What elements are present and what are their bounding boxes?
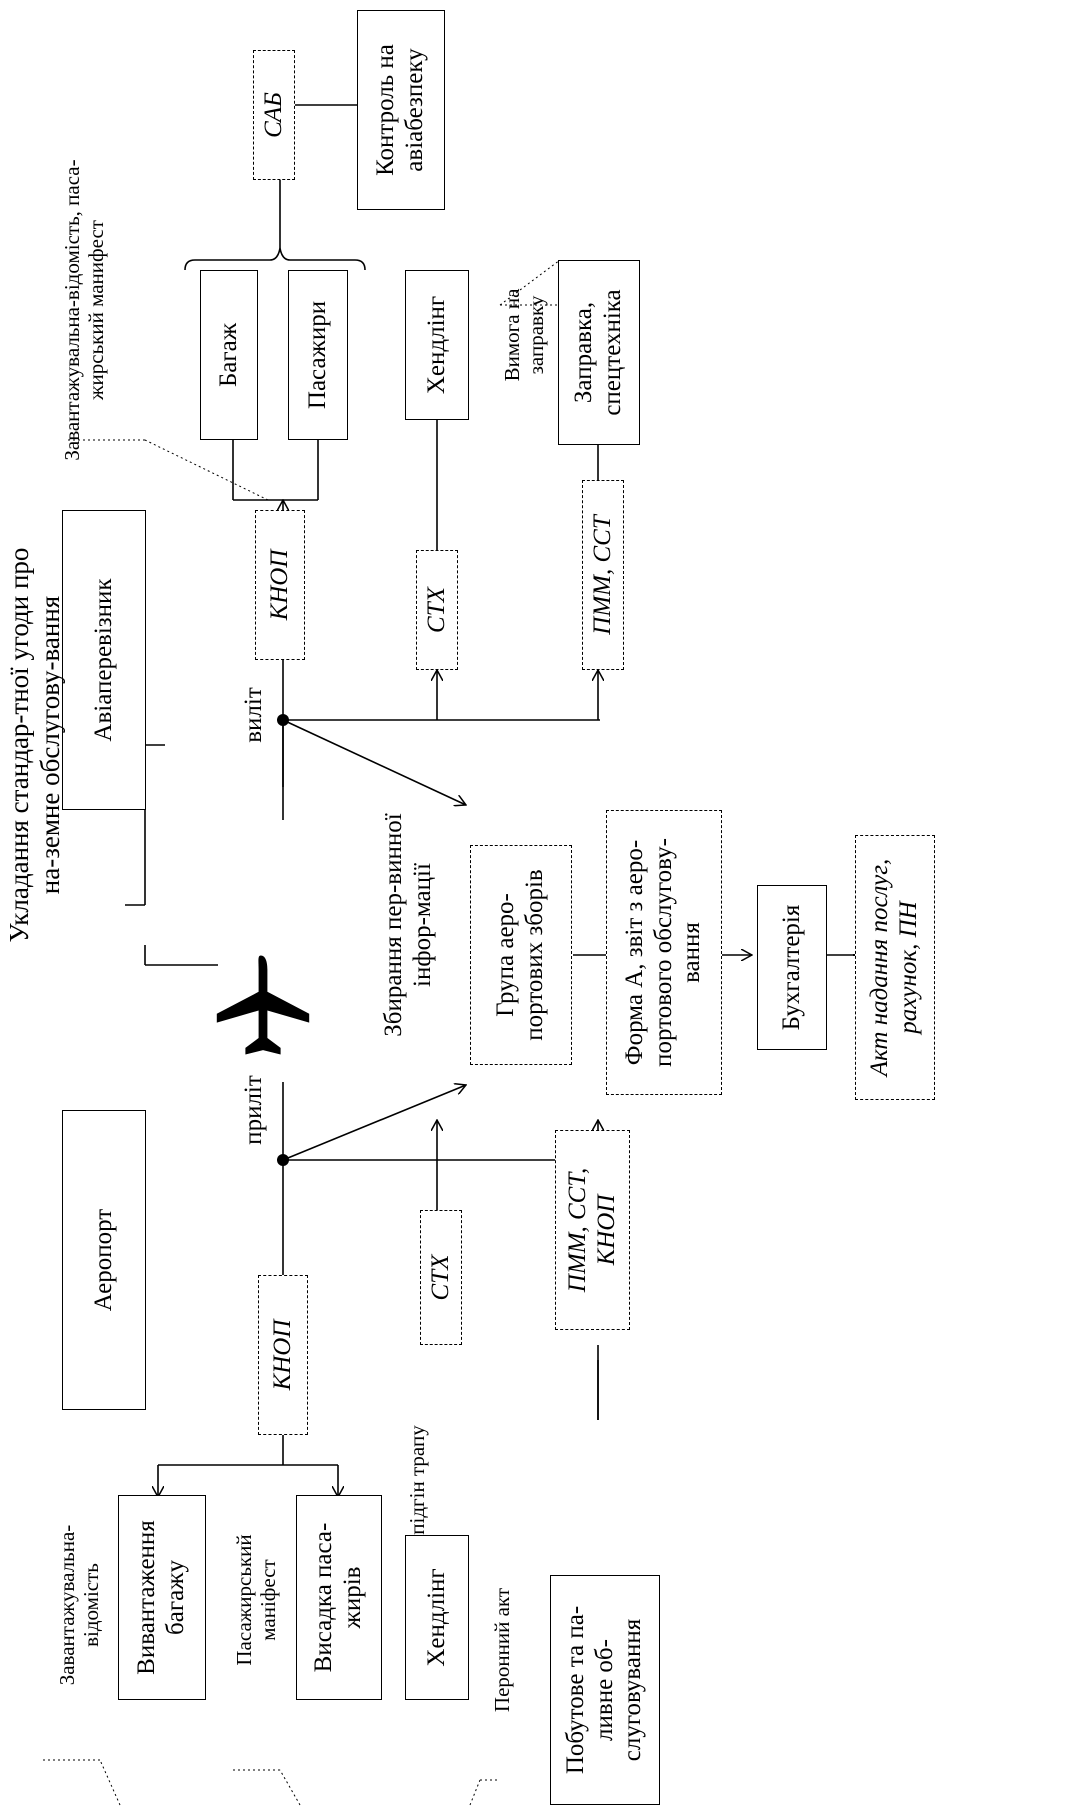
box-label: КНОП bbox=[268, 1319, 296, 1391]
label-zavantazhuvalna-vidomist-bottom: Завантажувальна-відомість bbox=[55, 1524, 104, 1686]
box-bagazh: Багаж bbox=[200, 270, 258, 440]
box-label: КНОП bbox=[265, 549, 293, 621]
box-label: СТХ bbox=[422, 587, 450, 633]
box-label: ПММ, ССТ, КНОП bbox=[563, 1167, 620, 1293]
label-vylit: виліт bbox=[240, 687, 267, 743]
box-zapravka: Заправка, спецтехніка bbox=[558, 260, 640, 445]
label-peronnyi-akt: Перонний акт bbox=[490, 1587, 514, 1713]
label-zbyrannia-pervynnoi-informatsii: Збирання пер-винної інфор-мації bbox=[380, 813, 436, 1037]
box-knop-bottom: КНОП bbox=[258, 1275, 308, 1435]
box-grupa-aeroportovykh-zboriv: Група аеро-портових зборів bbox=[470, 845, 572, 1065]
label-ukladannia-uhody: Укладання стандар-тної угоди про на-земн… bbox=[4, 547, 66, 943]
box-pmm-bottom: ПММ, ССТ, КНОП bbox=[555, 1130, 630, 1330]
box-knop-top: КНОП bbox=[255, 510, 305, 660]
box-ctx-bottom: СТХ bbox=[420, 1210, 462, 1345]
box-label: Заправка, спецтехніка bbox=[570, 289, 626, 416]
junction-dot-arrival bbox=[277, 1154, 289, 1166]
label-prylit: приліт bbox=[240, 1075, 267, 1145]
box-label: Бухгалтерія bbox=[777, 904, 805, 1031]
label-pasazhyrskyi-manifest: Пасажирський маніфест bbox=[232, 1534, 281, 1666]
box-label: Акт надання послуг, рахунок, ПН bbox=[866, 858, 922, 1077]
junction-dot-departure bbox=[277, 714, 289, 726]
box-label: Контроль на авіабезпеку bbox=[372, 44, 428, 176]
box-aeroport: Аеропорт bbox=[62, 1110, 146, 1410]
box-pmm-top: ПММ, ССТ bbox=[582, 480, 624, 670]
label-vymoha-na-zapravku: Вимога на заправку bbox=[500, 288, 549, 382]
box-aviaperevyznyk: Авіаперевізник bbox=[62, 510, 146, 810]
box-label: Висадка паса-жирів bbox=[310, 1522, 366, 1673]
box-label: Пасажири bbox=[303, 300, 331, 410]
airplane-icon bbox=[208, 950, 318, 1060]
box-label: Хендлінг bbox=[422, 1568, 450, 1667]
box-label: Вивантаження багажу bbox=[133, 1520, 189, 1675]
box-pobutove-obsluhovuvannia: Побутове та па-ливне об-слуговування bbox=[550, 1575, 660, 1805]
box-label: Багаж bbox=[214, 322, 242, 388]
box-forma-a: Форма А, звіт з аеро-портового обслугову… bbox=[606, 810, 722, 1095]
box-label: СТХ bbox=[426, 1254, 454, 1301]
box-label: САБ bbox=[259, 92, 287, 138]
box-label: Хендлінг bbox=[422, 295, 450, 395]
box-vyvantazhennia-bagazhu: Вивантаження багажу bbox=[118, 1495, 206, 1700]
box-sab: САБ bbox=[253, 50, 295, 180]
box-ctx-top: СТХ bbox=[416, 550, 458, 670]
box-bukhgalteria: Бухгалтерія bbox=[757, 885, 827, 1050]
box-label: Авіаперевізник bbox=[89, 578, 117, 742]
box-vysadka-pasazhyriv: Висадка паса-жирів bbox=[296, 1495, 382, 1700]
box-khendling-top: Хендлінг bbox=[405, 270, 469, 420]
label-zavantazhuvalna-vidomist-top: Завантажувальна-відомість, паса-жирський… bbox=[60, 159, 109, 461]
label-pidhin-trapu: підгін трапу bbox=[405, 1425, 429, 1535]
box-kontrol-aviabezpeky: Контроль на авіабезпеку bbox=[357, 10, 445, 210]
box-akt-nadannia-posluh: Акт надання послуг, рахунок, ПН bbox=[855, 835, 935, 1100]
box-label: ПММ, ССТ bbox=[588, 515, 616, 635]
box-label: Група аеро-портових зборів bbox=[492, 869, 548, 1041]
box-label: Форма А, звіт з аеро-портового обслугову… bbox=[620, 838, 706, 1067]
box-label: Аеропорт bbox=[89, 1208, 117, 1312]
box-khendling-bottom: Хендлінг bbox=[405, 1535, 469, 1700]
box-label: Побутове та па-ливне об-слуговування bbox=[561, 1605, 647, 1775]
box-pasazhyry: Пасажири bbox=[288, 270, 348, 440]
